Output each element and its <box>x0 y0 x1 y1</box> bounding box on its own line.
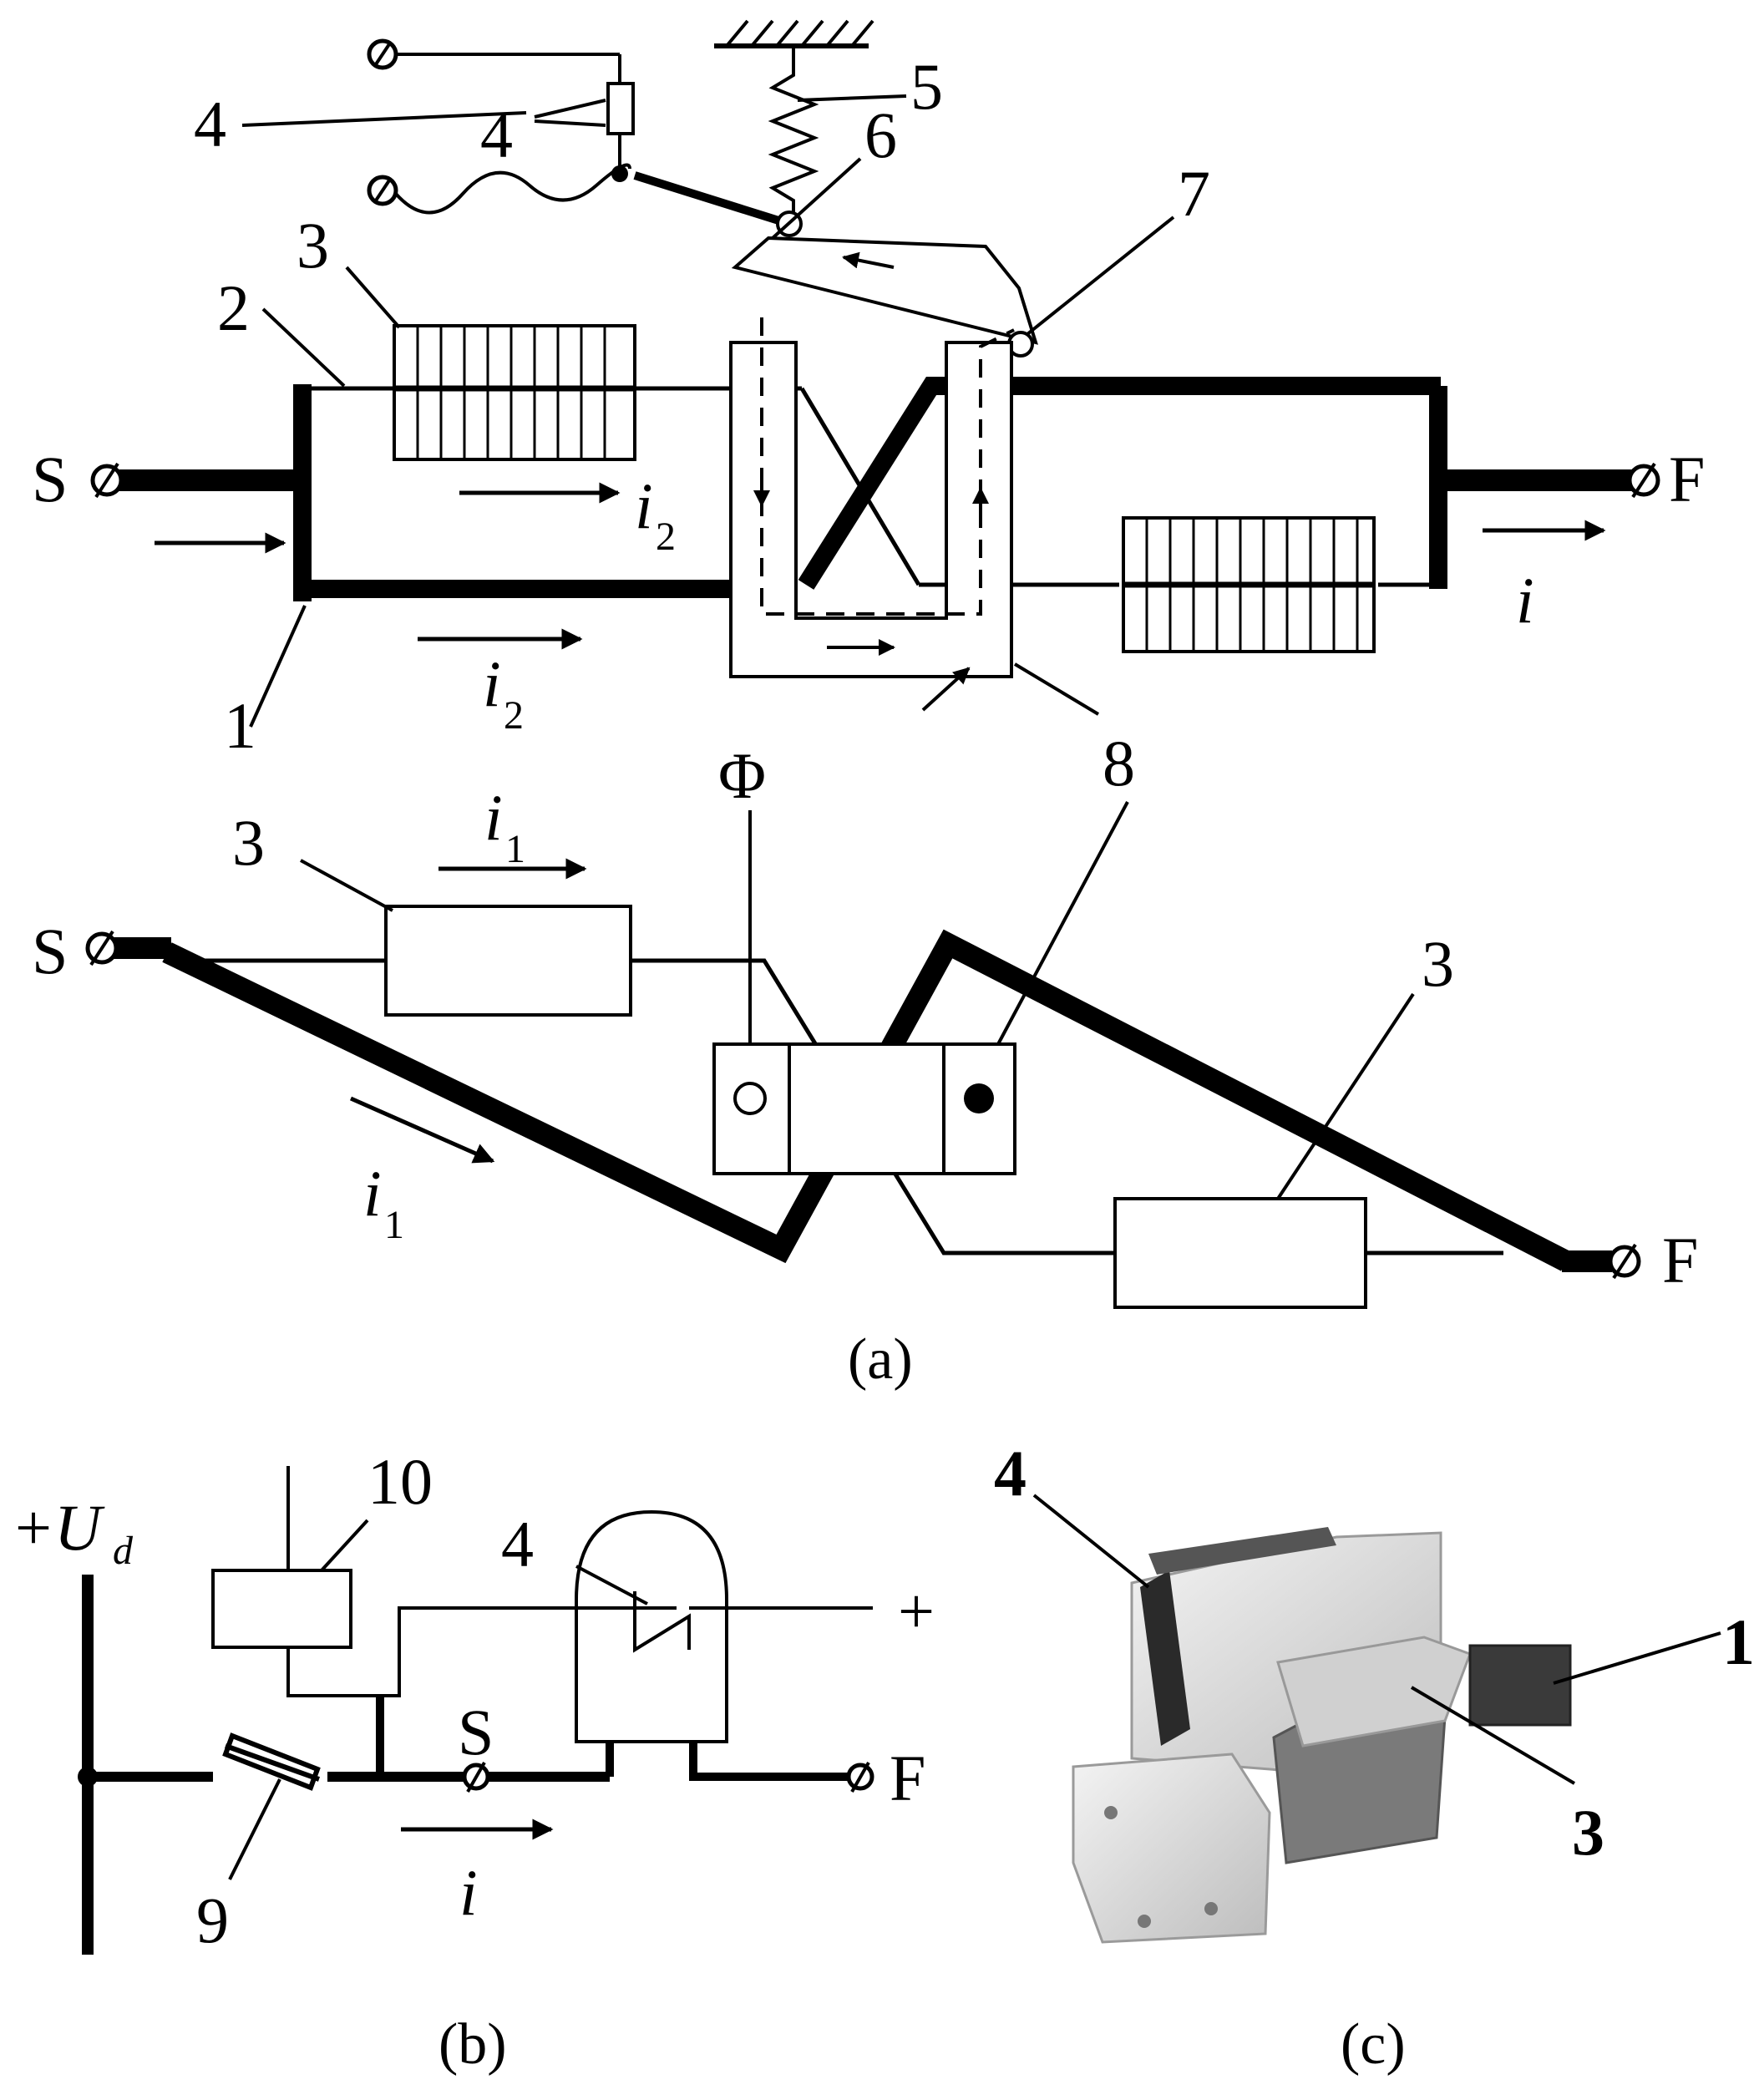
svg-text:1: 1 <box>505 827 525 871</box>
label-current-i1-upper: i 1 <box>484 781 525 871</box>
label-part-1: 1 <box>224 689 256 762</box>
relay-4 <box>575 1509 873 1781</box>
core-cross-section-8 <box>712 1042 1016 1175</box>
label-terminal-s-b: S <box>458 1696 494 1768</box>
controller-10 <box>211 1466 576 1697</box>
svg-text:d: d <box>113 1529 134 1573</box>
label-part-3-top: 3 <box>297 209 329 282</box>
label-part-3-c: 3 <box>1572 1796 1604 1869</box>
svg-text:+: + <box>15 1491 52 1564</box>
panel-b-diagram: + U d 10 4 + S F i 9 (b) <box>15 1445 935 2077</box>
terminal-s-bottom <box>85 930 119 966</box>
label-part-9: 9 <box>196 1884 229 1956</box>
resistor-pack-3-top <box>393 324 636 461</box>
current-arrows-top <box>155 482 1606 712</box>
svg-text:U: U <box>54 1491 105 1564</box>
label-flux: Φ <box>718 739 766 812</box>
resistor-3-left <box>384 905 632 1017</box>
svg-text:1: 1 <box>384 1203 404 1247</box>
label-terminal-s-bottom: S <box>32 915 68 987</box>
label-plus: + <box>898 1575 935 1647</box>
terminal-f-bottom <box>1608 1243 1641 1280</box>
leaders-top <box>241 94 1175 728</box>
caption-a: (a) <box>848 1327 913 1392</box>
current-arrows-bottom <box>349 858 587 1164</box>
label-terminal-f-bottom: F <box>1662 1224 1698 1296</box>
aux-contact-4 <box>367 38 635 215</box>
terminal-s-panel-b <box>462 1762 490 1793</box>
label-terminal-f-top: F <box>1669 443 1705 515</box>
label-part-4b: 4 <box>480 99 513 171</box>
label-current-i2-upper: i 2 <box>635 469 676 559</box>
switch-9 <box>222 1732 321 1791</box>
caption-c: (c) <box>1341 2012 1406 2077</box>
leaders-b <box>228 1519 648 1880</box>
svg-text:i: i <box>483 647 501 720</box>
label-terminal-s-top: S <box>32 443 68 515</box>
label-current-i1-lower: i 1 <box>363 1157 404 1247</box>
fixed-support <box>714 19 874 48</box>
caption-b: (b) <box>438 2012 507 2077</box>
label-current-i: i <box>1516 564 1534 637</box>
label-part-1-c: 1 <box>1722 1605 1755 1678</box>
resistor-pack-3-right <box>1122 516 1376 653</box>
label-current-i2-lower: i 2 <box>483 647 524 738</box>
label-part-6: 6 <box>864 99 897 171</box>
leaders-bottom <box>300 801 1415 1200</box>
label-part-5: 5 <box>910 50 943 123</box>
label-supply: + U d <box>15 1491 134 1573</box>
svg-text:2: 2 <box>656 515 676 559</box>
panel-a-bottom-diagram: 3 3 S F i 1 i 1 (a) <box>32 781 1698 1392</box>
resistor-3-right <box>1113 1197 1367 1309</box>
device-photo <box>1072 1527 1572 1944</box>
svg-text:i: i <box>484 781 503 854</box>
terminal-s-top <box>90 462 124 499</box>
label-terminal-f-b: F <box>890 1742 925 1814</box>
panel-c-photo: 4 1 3 (c) <box>994 1437 1755 2077</box>
spring-5 <box>768 46 819 219</box>
svg-text:i: i <box>635 469 653 542</box>
terminal-f-top <box>1627 462 1660 499</box>
label-part-4a: 4 <box>194 88 226 160</box>
label-part-8: 8 <box>1103 727 1135 799</box>
label-part-3-right: 3 <box>1422 927 1454 1000</box>
label-current-i-b: i <box>459 1856 478 1929</box>
svg-text:2: 2 <box>504 693 524 738</box>
label-part-2: 2 <box>217 271 250 344</box>
main-busbar <box>117 377 1633 601</box>
panel-a-top-diagram: 4 4 5 6 7 3 2 1 8 S F Φ i i 2 i 2 <box>32 19 1705 812</box>
terminal-f-panel-b <box>846 1762 874 1793</box>
label-part-3-left: 3 <box>232 806 265 879</box>
label-part-10: 10 <box>368 1445 433 1518</box>
label-part-4-b: 4 <box>501 1508 534 1580</box>
leaders-c <box>1032 1494 1721 1785</box>
magnetic-core-8 <box>729 251 1015 678</box>
svg-text:i: i <box>363 1157 382 1230</box>
label-part-7: 7 <box>1178 157 1210 230</box>
lever-6 <box>633 171 1038 358</box>
label-part-4-c: 4 <box>994 1437 1027 1509</box>
